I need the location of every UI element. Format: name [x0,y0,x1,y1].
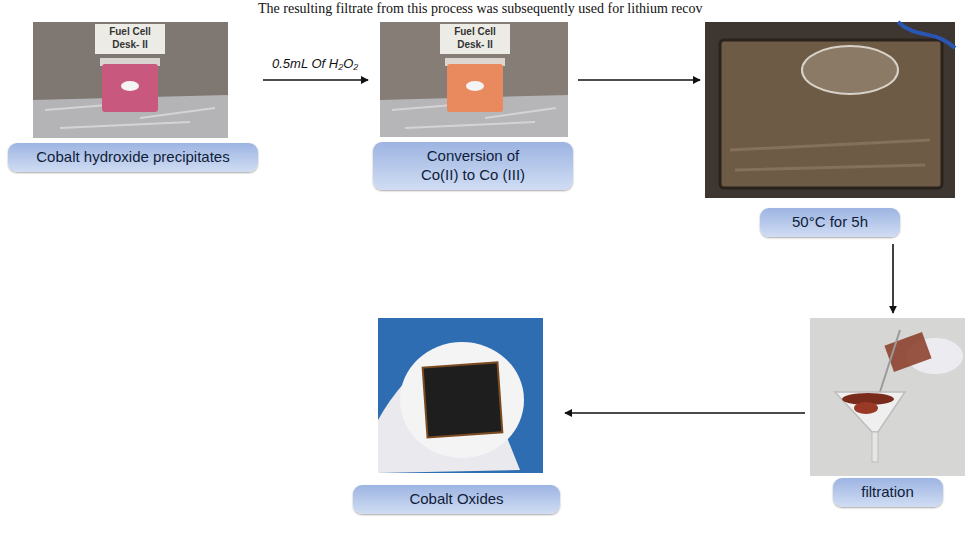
photo-area [705,22,955,208]
pouring-beaker [884,332,931,372]
beaker-sticker [466,81,484,91]
pink-liquid [102,64,158,112]
bath-ripple [730,140,930,170]
step-label: Cobalt Oxides [353,485,560,514]
reagent-label: 0.5mL Of H₂O₂ [269,55,361,72]
step-label: 50°C for 5h [760,208,900,237]
flow-arrow [263,79,368,81]
photo-background [33,22,228,138]
sign-text: Fuel Cell [95,26,165,37]
photo-background [810,318,965,476]
step-label: filtration [833,478,943,507]
photo-step: Cobalt Oxides [353,318,560,516]
flow-arrow [892,244,894,313]
photo-area [810,318,965,478]
flow-arrow [578,79,700,81]
funnel-stem [872,432,878,462]
photo-area [353,318,560,485]
petri-dish [802,46,898,94]
beaker-sticker [121,81,139,91]
photo-background [705,22,955,198]
sign-text: Desk- II [440,39,510,50]
sign-text: Desk- II [95,39,165,50]
glass-rod [878,330,900,398]
bath-tank [720,40,942,188]
caption-fragment: The resulting filtrate from this process… [258,1,702,17]
step-label: Cobalt hydroxide precipitates [8,143,258,172]
filter-stain [854,402,878,414]
funnel [835,392,905,432]
cable [898,22,955,48]
photo-step: 50°C for 5h [705,22,955,239]
step-label: Conversion of Co(II) to Co (III) [373,142,573,190]
desk-sign [440,24,510,54]
photo-background [380,22,568,137]
filter-paper [400,342,524,458]
orange-liquid [447,64,503,112]
sign-text: Fuel Cell [440,26,510,37]
cobalt-oxide-cake [423,362,503,437]
flow-arrow [565,412,805,414]
photo-background [378,318,543,473]
desk-sign [95,24,165,54]
photo-step: filtration [810,318,965,509]
